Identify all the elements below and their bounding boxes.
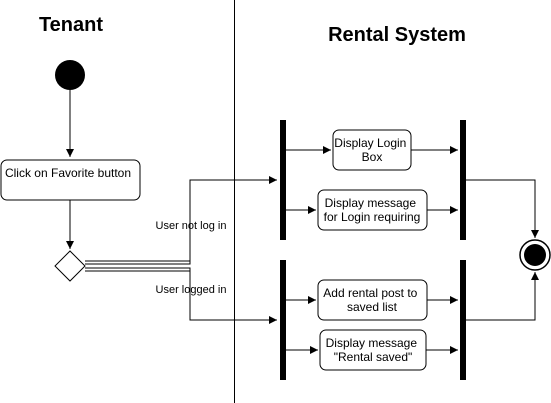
edge-decision-to-fork-bottom <box>85 267 277 324</box>
lane-title-rental-system: Rental System <box>328 24 466 46</box>
lane-title-tenant: Tenant <box>39 14 103 36</box>
guard-logged-in: User logged in <box>156 284 227 296</box>
action-click-favorite-label: Click on Favorite button <box>5 166 131 180</box>
fork-bar-bottom <box>280 260 286 380</box>
final-node-inner <box>524 244 546 266</box>
join-bar-top <box>460 120 466 240</box>
edge-decision-to-fork-top <box>85 176 277 265</box>
action-add-to-saved-label: Add rental post to saved list <box>323 286 420 314</box>
action-display-login-required-label: Display message for Login requiring <box>324 196 421 224</box>
fork-bar-top <box>280 120 286 240</box>
decision-node <box>54 250 86 282</box>
guard-not-logged-in: User not log in <box>156 220 227 232</box>
edge-join-bottom-to-final <box>466 272 539 321</box>
edge-join-top-to-final <box>466 179 539 238</box>
action-display-login-box-label: Display Login Box <box>334 136 409 164</box>
action-display-rental-saved-label: Display message "Rental saved" <box>326 336 421 364</box>
initial-node <box>55 60 85 90</box>
join-bar-bottom <box>460 260 466 380</box>
